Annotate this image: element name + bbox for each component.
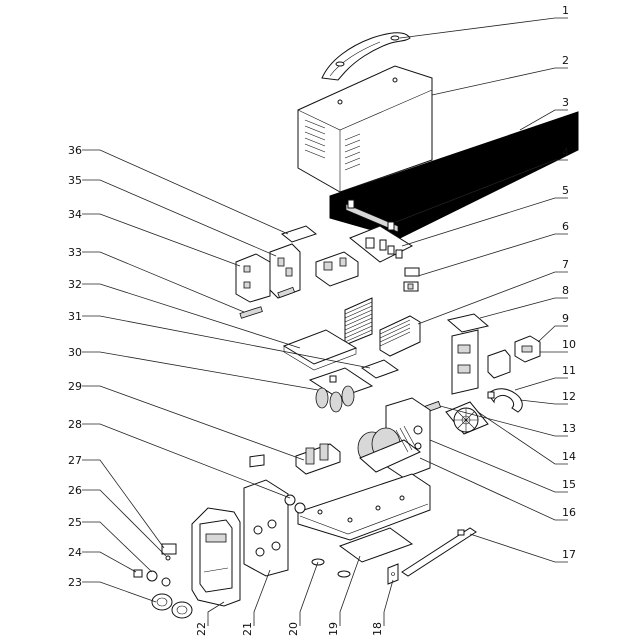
callout-8: 8 xyxy=(562,284,569,297)
callout-25: 25 xyxy=(68,516,82,529)
callout-24: 24 xyxy=(68,546,82,559)
callout-19: 19 xyxy=(327,622,340,636)
callout-18: 18 xyxy=(371,622,384,636)
callout-23: 23 xyxy=(68,576,82,589)
callout-6: 6 xyxy=(562,220,569,233)
callout-31: 31 xyxy=(68,310,82,323)
part-small-board xyxy=(360,359,400,379)
callout-1: 1 xyxy=(562,4,569,17)
callout-30: 30 xyxy=(68,346,82,359)
callout-11: 11 xyxy=(562,364,576,377)
callout-14: 14 xyxy=(562,450,576,463)
callout-4: 4 xyxy=(562,146,569,159)
part-top-bracket xyxy=(280,225,359,287)
part-insulating-board xyxy=(282,329,358,371)
leader-lines xyxy=(82,17,568,626)
part-fan xyxy=(445,401,489,435)
callout-27: 27 xyxy=(68,454,82,467)
part-side-bracket xyxy=(235,253,271,303)
callout-3: 3 xyxy=(562,96,569,109)
part-main-board xyxy=(308,367,374,413)
callout-29: 29 xyxy=(68,380,82,393)
callout-13: 13 xyxy=(562,422,576,435)
callout-26: 26 xyxy=(68,484,82,497)
callout-34: 34 xyxy=(68,208,82,221)
part-relay xyxy=(514,335,541,363)
part-inductor xyxy=(295,443,341,475)
callout-32: 32 xyxy=(68,278,82,291)
part-base-chassis xyxy=(297,473,431,563)
callout-15: 15 xyxy=(562,478,576,491)
callout-16: 16 xyxy=(562,506,576,519)
part-heatsink xyxy=(344,297,421,357)
callout-22: 22 xyxy=(195,622,208,636)
part-control-board xyxy=(349,225,414,263)
callout-9: 9 xyxy=(562,312,569,325)
part-terminal-nuts xyxy=(284,494,306,514)
part-knobs xyxy=(133,555,171,587)
part-small-clamp xyxy=(277,286,296,299)
callout-10: 10 xyxy=(562,338,576,351)
part-vertical-board xyxy=(269,243,301,299)
callout-33: 33 xyxy=(68,246,82,259)
callout-35: 35 xyxy=(68,174,82,187)
callout-36: 36 xyxy=(68,144,82,157)
part-cable-clamp xyxy=(487,388,523,413)
part-small-bracket xyxy=(387,563,399,585)
part-insulation-sheet xyxy=(329,111,579,239)
callout-28: 28 xyxy=(68,418,82,431)
part-pcb-strip xyxy=(345,199,399,233)
part-transformer xyxy=(357,425,421,473)
callout-2: 2 xyxy=(562,54,569,67)
part-label-plate xyxy=(161,543,177,555)
part-top-cover xyxy=(297,65,433,193)
part-front-panel xyxy=(243,454,289,577)
part-rectifier-bracket xyxy=(446,313,490,395)
part-rubber-feet xyxy=(311,558,351,578)
part-front-frame xyxy=(191,507,241,607)
callout-21: 21 xyxy=(241,622,254,636)
callout-numbers: 1 2 3 4 5 6 7 8 9 10 11 12 13 14 15 16 1… xyxy=(68,4,576,636)
part-output-connectors xyxy=(151,593,193,619)
part-handle xyxy=(321,32,411,81)
part-rod xyxy=(239,306,263,319)
part-switch xyxy=(403,267,420,292)
callout-7: 7 xyxy=(562,258,569,271)
part-support-bar xyxy=(401,527,477,577)
part-clip xyxy=(487,349,511,379)
callout-20: 20 xyxy=(287,622,300,636)
callout-5: 5 xyxy=(562,184,569,197)
callout-12: 12 xyxy=(562,390,576,403)
callout-17: 17 xyxy=(562,548,576,561)
